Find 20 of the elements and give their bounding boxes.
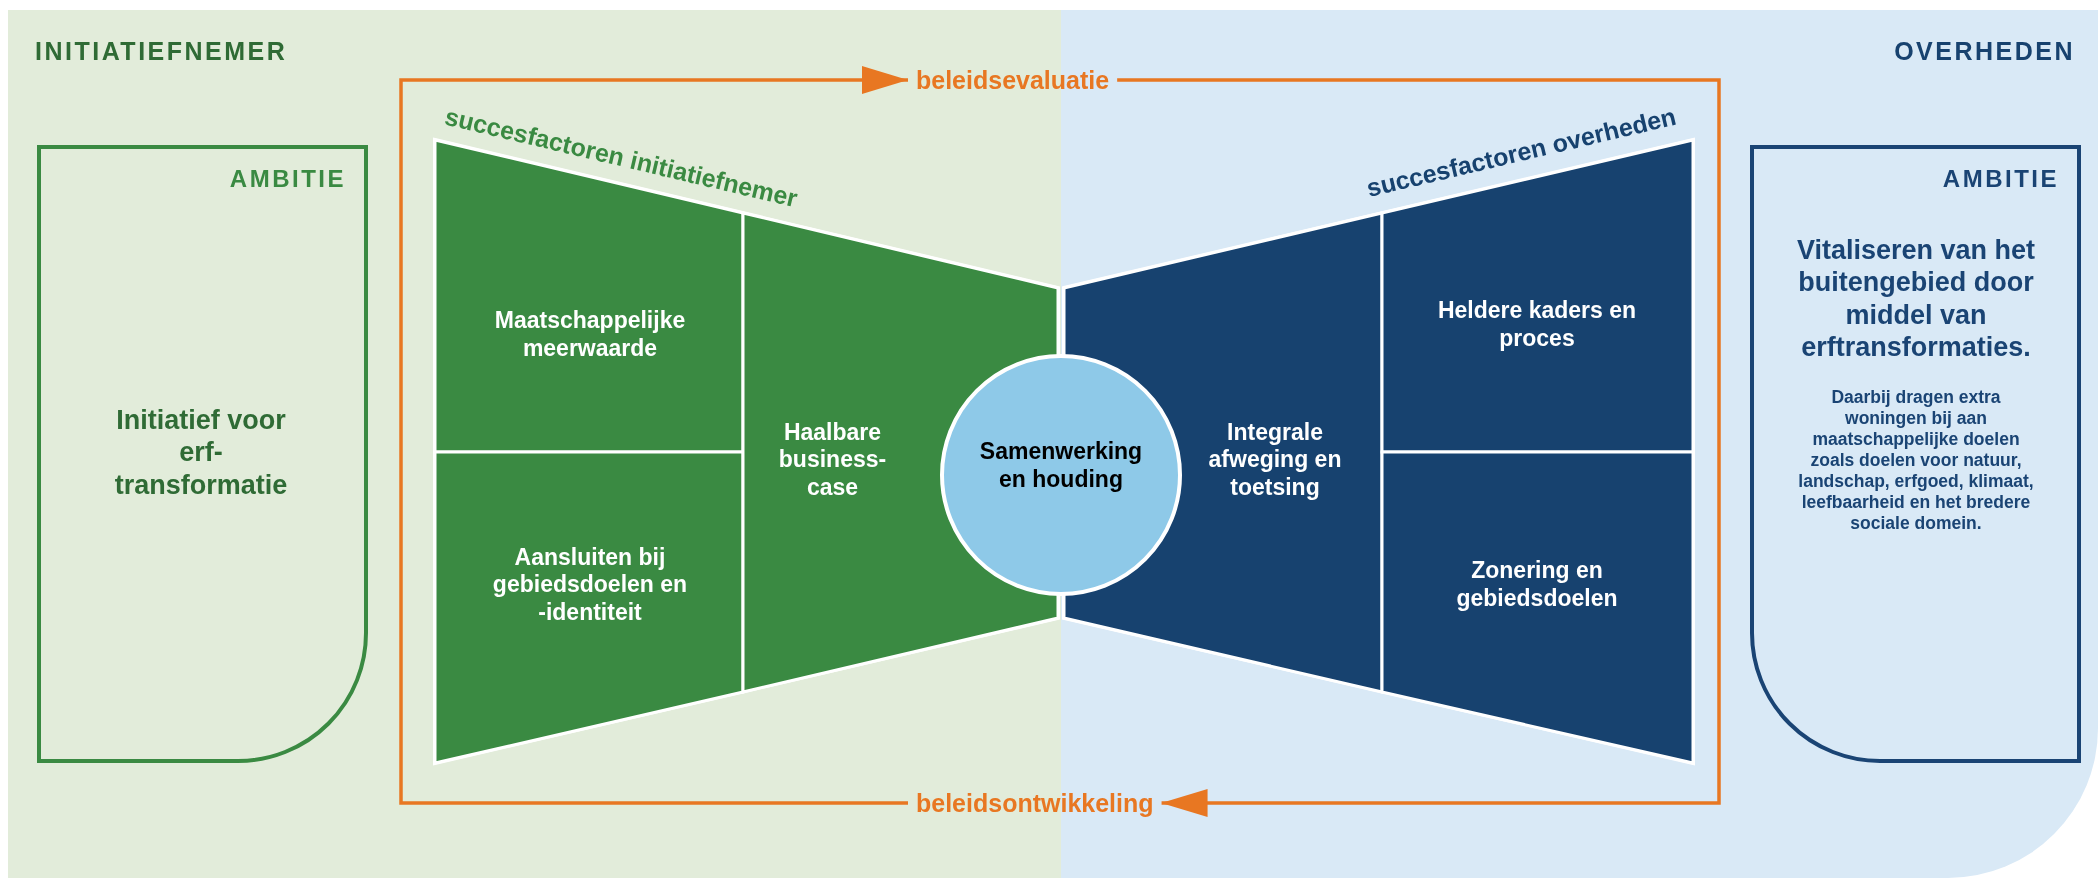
factor-text: Haalbare business-case bbox=[777, 417, 888, 502]
factor-text: Zonering en gebiedsdoelen bbox=[1455, 556, 1619, 613]
cycle-label: beleidsevaluatie bbox=[916, 62, 1110, 98]
cycle-arrow bbox=[399, 66, 908, 805]
cycle-label: beleidsontwikkeling bbox=[916, 785, 1154, 821]
card-heading: AMBITIE bbox=[229, 165, 346, 194]
card-text: Vitaliseren van het buitengebied door middel van erftransformaties. bbox=[1795, 234, 2037, 364]
ambition-card bbox=[37, 145, 368, 763]
factor-text: Aansluiten bij gebiedsdoelen en -identiteit bbox=[491, 542, 689, 627]
cycle-arrow bbox=[1117, 78, 1721, 817]
card-text: Initiatief voor erf-transformatie bbox=[113, 404, 289, 502]
factor-text: Heldere kaders en proces bbox=[1437, 296, 1637, 353]
factor-text: Integrale afweging en toetsing bbox=[1207, 417, 1343, 502]
card-note: Daarbij dragen extra woningen bij aan maatschappelijke doelen zoals doelen voor natuur, landschap, erfgoed, klimaat, leefbaarheid en het bredere sociale domein. bbox=[1797, 387, 2035, 534]
ambition-card bbox=[1750, 145, 2081, 763]
card-heading: AMBITIE bbox=[1942, 165, 2059, 194]
circle-text: Samenwerking en houding bbox=[978, 438, 1144, 494]
panel-heading: OVERHEDEN bbox=[1894, 36, 2075, 66]
factor-text: Maatschappelijke meerwaarde bbox=[493, 306, 687, 363]
panel-heading: INITIATIEFNEMER bbox=[35, 36, 288, 66]
